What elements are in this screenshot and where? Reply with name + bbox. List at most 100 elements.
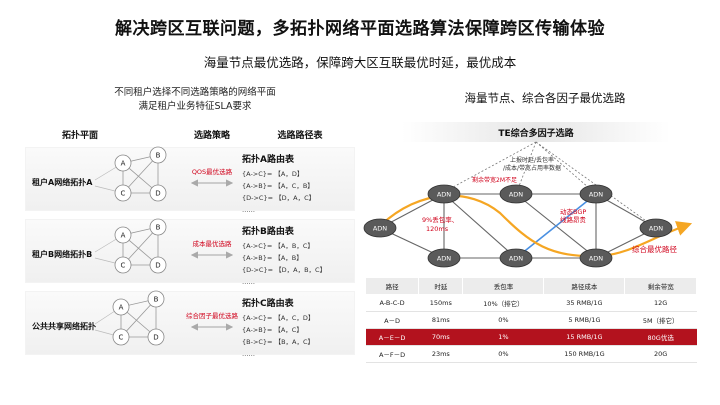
topology-node — [114, 226, 132, 244]
adn-node-label: ADN — [589, 255, 603, 263]
topology-link — [122, 226, 159, 266]
bandwidth-cell: 5M（排它） — [624, 311, 697, 329]
route-entry: …… — [242, 206, 255, 214]
adn-node — [499, 248, 533, 268]
route-entry: {D->C}= 【D，A，C】 — [242, 194, 316, 202]
route-entry: {D->C}= 【D，A，B，C】 — [242, 266, 327, 274]
column-header-strategy: 选路策略 — [193, 131, 230, 141]
column-header-routes: 选路路径表 — [277, 131, 323, 141]
adn-node — [363, 218, 397, 238]
bandwidth-cell: 80G优选 — [624, 328, 697, 346]
route-table-title: 拓扑B路由表 — [242, 227, 294, 237]
topology-node — [114, 256, 132, 274]
path-cell: A－D — [365, 311, 419, 329]
topology-node-label: C — [121, 262, 126, 270]
tenant-label-b: 租户B网络拓扑B — [32, 250, 93, 259]
adn-network-diagram: TE综合多因子选路 上报时延/丢包率 /成本/带宽占用率数据 剩余带宽2M不足 … — [363, 122, 693, 268]
route-entry: {A->C}= 【A，D】 — [242, 170, 304, 178]
bgp-label-1: 动态BGP — [560, 207, 586, 216]
route-table-title: 拓扑C路由表 — [242, 299, 294, 309]
topology-node — [112, 298, 130, 316]
route-entry: {B->C}= 【B，A，C】 — [242, 338, 315, 346]
topology-node — [114, 184, 132, 202]
te-title: TE综合多因子选路 — [498, 127, 574, 139]
route-entry: {A->C}= 【A，C，D】 — [242, 314, 315, 322]
bandwidth-cell: 20G — [624, 345, 697, 363]
topology-link — [120, 298, 157, 338]
topology-node-label: B — [154, 296, 159, 304]
topology-node — [147, 290, 165, 308]
bandwidth-cell: 12G — [624, 294, 697, 312]
topology-node-label: A — [121, 232, 126, 240]
route-table-b: 拓扑B路由表 {A->C}= 【A，B，C】 {A->B}= 【A，B】 {D-… — [242, 224, 352, 288]
loss-label: 9%丢包率、 — [422, 215, 458, 224]
loss-cell: 1% — [462, 328, 544, 346]
strategy-label-shared: 综合因子最优选路 — [186, 312, 238, 320]
tenant-row-band-a — [25, 147, 355, 211]
te-subtitle-2: /成本/带宽占用率数据 — [503, 164, 561, 172]
header-latency: 时延 — [418, 277, 464, 295]
adn-node — [499, 184, 533, 204]
topology-link — [122, 154, 159, 194]
topology-node-label: C — [121, 190, 126, 198]
loss-cell: 10%（排它） — [462, 294, 544, 312]
topology-node-label: D — [153, 334, 158, 342]
adn-node-label: ADN — [649, 225, 663, 233]
adn-node — [427, 184, 461, 204]
latency-cell: 23ms — [418, 345, 463, 363]
topology-node-label: B — [156, 224, 161, 232]
route-entry: {A->B}= 【A，C，B】 — [242, 182, 314, 190]
topology-node — [149, 146, 167, 164]
loss-cell: 0% — [462, 345, 544, 363]
tenant-label-a: 租户A网络拓扑A — [32, 178, 93, 187]
intro-line-2: 满足租户业务特征SLA要求 — [138, 101, 252, 112]
route-table-c: 拓扑C路由表 {A->C}= 【A，C，D】 {A->B}= 【A，C】 {B-… — [242, 296, 352, 360]
adn-node-label: ADN — [437, 255, 451, 263]
te-header-bar — [402, 122, 670, 142]
header-loss: 丢包率 — [462, 277, 545, 295]
route-table-a: 拓扑A路由表 {A->C}= 【A，D】 {A->B}= 【A，C，B】 {D-… — [242, 152, 352, 216]
topology-node-label: B — [156, 152, 161, 160]
adn-node-label: ADN — [437, 191, 451, 199]
latency-cell: 150ms — [418, 294, 463, 312]
route-entry: {A->B}= 【A，C】 — [242, 326, 303, 334]
strategy-label-b: 成本最优选路 — [192, 240, 232, 248]
path-cell: A－E－D — [365, 328, 419, 346]
tenant-row-band-shared — [25, 291, 355, 355]
route-table-title: 拓扑A路由表 — [242, 155, 294, 165]
tenant-label-shared: 公共共享网络拓扑 — [32, 322, 96, 331]
adn-node-label: ADN — [373, 225, 387, 233]
topology-node-label: A — [121, 160, 126, 168]
topology-node-label: D — [155, 262, 160, 270]
table-header-row: 路径 时延 丢包率 路径成本 剩余带宽 — [364, 277, 697, 295]
strategy-label-a: QOS最优选路 — [191, 168, 233, 176]
optimal-path-label: 综合最优路径 — [632, 244, 677, 254]
tenant-row-band-b — [25, 219, 355, 283]
adn-node-label: ADN — [589, 191, 603, 199]
cost-cell: 150 RMB/1G — [543, 345, 625, 363]
route-entry: {A->B}= 【A，B】 — [242, 254, 303, 262]
topology-node-label: C — [119, 334, 124, 342]
cost-cell: 15 RMB/1G — [543, 328, 625, 346]
topology-node — [149, 184, 167, 202]
cost-cell: 5 RMB/1G — [543, 311, 625, 329]
adn-node-label: ADN — [509, 255, 523, 263]
path-cell: A-B-C-D — [365, 294, 419, 312]
page-subtitle: 海量节点最优选路，保障跨大区互联最优时延，最优成本 — [203, 55, 517, 70]
page-title: 解决跨区互联问题，多拓扑网络平面选路算法保障跨区传输体验 — [115, 19, 605, 39]
right-panel-title: 海量节点、综合各因子最优选路 — [464, 91, 626, 105]
topology-node-label: A — [119, 304, 124, 312]
header-path: 路径 — [364, 277, 420, 295]
header-cost: 路径成本 — [543, 277, 626, 295]
header-bandwidth: 剩余带宽 — [624, 277, 697, 295]
intro-line-1: 不同租户选择不同选路策略的网络平面 — [114, 87, 276, 98]
te-subtitle-1: 上报时延/丢包率 — [510, 156, 554, 164]
route-entry: …… — [242, 350, 255, 358]
latency-cell: 81ms — [418, 311, 463, 329]
loss-cell: 0% — [462, 311, 544, 329]
